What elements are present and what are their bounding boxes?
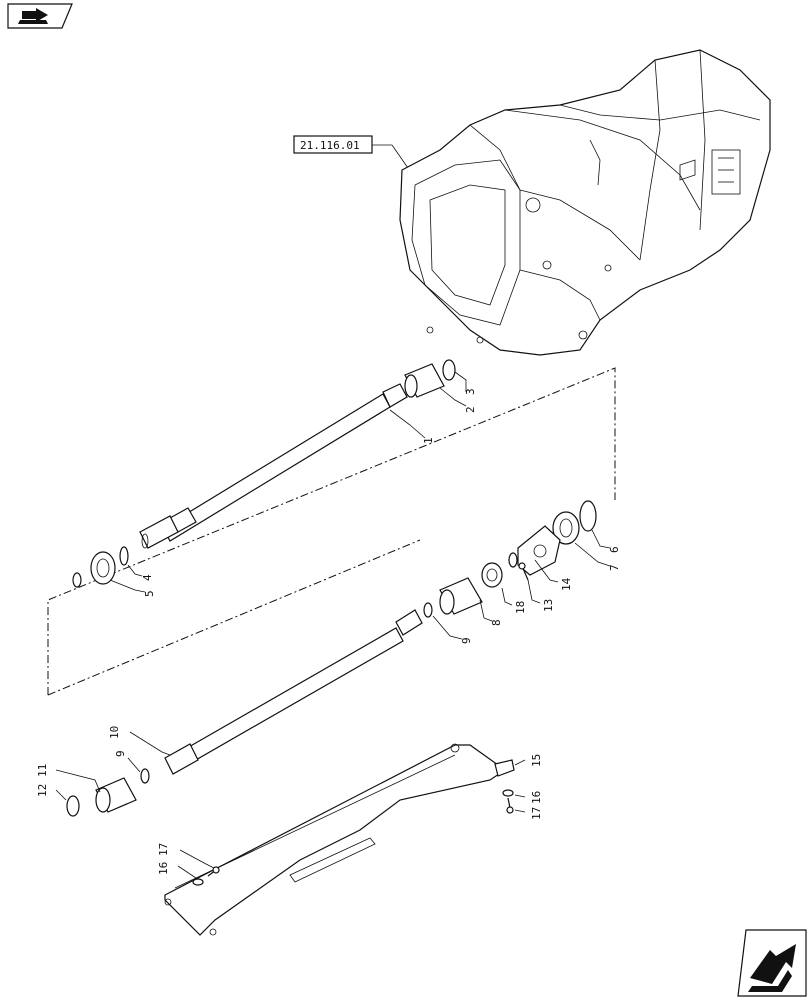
callout-5: 5 — [143, 590, 156, 597]
lower-sleeve — [95, 777, 137, 813]
callout-13: 13 — [542, 599, 555, 612]
lower-seal — [66, 795, 80, 817]
shaft-guard — [164, 743, 515, 936]
leader-lines — [55, 371, 611, 879]
middle-sleeve — [439, 577, 483, 615]
callout-17b: 17 — [530, 807, 543, 820]
callout-9: 9 — [460, 637, 473, 644]
callout-11: 11 — [36, 764, 49, 777]
callout-16: 16 — [530, 791, 543, 804]
upper-snap-ring — [442, 359, 456, 381]
left-snap-ring-4 — [119, 546, 129, 566]
lower-shaft — [164, 609, 423, 775]
guard-screw-17b — [207, 866, 220, 877]
coupling — [481, 562, 503, 588]
assembly-outline — [47, 367, 616, 695]
retaining-plate — [517, 525, 561, 576]
callout-12: 12 — [36, 784, 49, 797]
guard-washer-16b — [192, 878, 204, 886]
left-bearing — [90, 551, 116, 585]
callout-3: 3 — [464, 388, 477, 395]
lower-snap-ring — [140, 768, 150, 784]
left-snap-ring-small — [72, 572, 82, 588]
upper-shaft — [139, 383, 408, 549]
guard-washer-16 — [502, 789, 514, 797]
callout-15: 15 — [530, 754, 543, 767]
right-circlip — [579, 500, 597, 532]
right-bearing — [552, 511, 580, 545]
seal-ring-small — [508, 552, 518, 568]
guard-screw-17 — [506, 797, 514, 814]
transmission-housing — [399, 49, 771, 356]
callout-6: 6 — [608, 546, 621, 553]
callout-7: 7 — [608, 564, 621, 571]
callout-8: 8 — [490, 619, 503, 626]
callout-14: 14 — [560, 577, 573, 591]
callout-10: 10 — [108, 726, 121, 739]
book-arrow-icon[interactable] — [7, 3, 73, 29]
middle-snap-ring — [423, 602, 433, 618]
reference-box[interactable]: 21.116.01 — [293, 135, 409, 169]
callout-17: 17 — [157, 843, 170, 856]
upper-sleeve — [404, 363, 445, 398]
callout-16b: 16 — [157, 862, 170, 875]
callout-18: 18 — [514, 601, 527, 614]
callouts: 1 2 3 4 5 6 7 8 9 9 10 11 12 13 14 15 16… — [36, 388, 621, 875]
next-page-arrow-icon[interactable] — [737, 929, 807, 997]
callout-4: 4 — [141, 574, 154, 581]
reference-label: 21.116.01 — [300, 139, 360, 152]
callout-2: 2 — [464, 406, 477, 413]
plate-screw — [518, 562, 529, 581]
callout-9b: 9 — [114, 750, 127, 757]
callout-1: 1 — [422, 437, 435, 444]
